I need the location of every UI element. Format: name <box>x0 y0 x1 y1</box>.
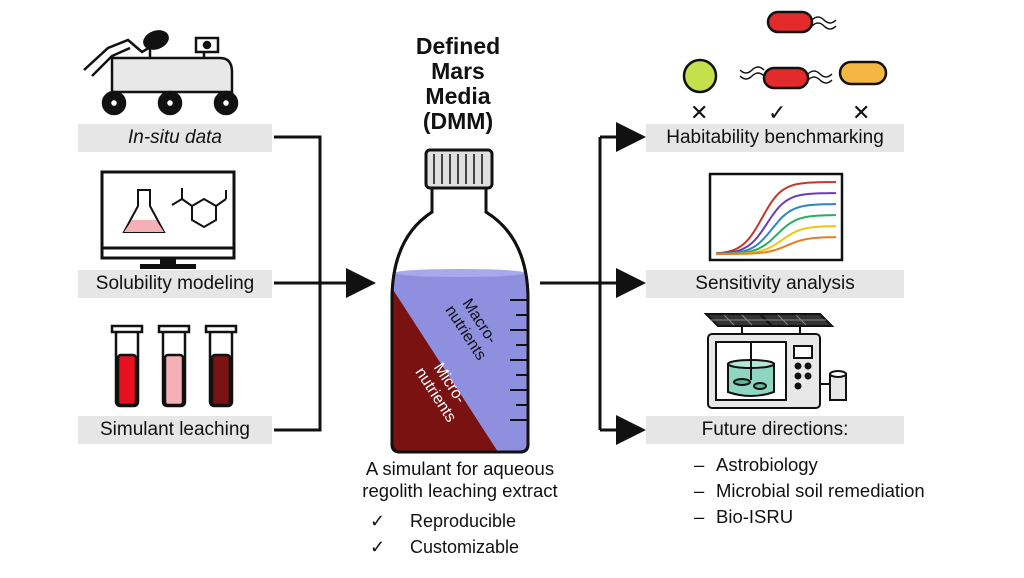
growth-curve <box>716 236 837 255</box>
sensitivity-analysis-label: Sensitivity analysis <box>646 270 904 298</box>
solubility-modeling-text: Solubility modeling <box>95 273 255 294</box>
growth-curve <box>715 192 836 255</box>
sensitivity-text: Sensitivity analysis <box>695 273 855 294</box>
habitability-benchmarking-label: Habitability benchmarking <box>646 124 904 152</box>
property-item: ✓ Customizable <box>370 534 519 560</box>
property-label: Reproducible <box>410 510 517 531</box>
property-label: Customizable <box>410 536 520 557</box>
caption-line-2: regolith leaching extract <box>362 480 558 501</box>
list-item: –Astrobiology <box>694 454 818 475</box>
habitability-text: Habitability benchmarking <box>666 127 884 148</box>
microbes-icon <box>682 10 888 94</box>
list-item: –Microbial soil remediation <box>694 480 925 501</box>
future-text: Future directions: <box>701 419 849 440</box>
future-item-text: Astrobiology <box>716 454 818 475</box>
rod-cell-orange <box>838 60 888 86</box>
check-icon: ✓ <box>370 510 386 531</box>
in-situ-data-label: In-situ data <box>78 124 272 152</box>
check-icon: ✓ <box>768 100 787 125</box>
future-directions-label: Future directions: <box>646 416 904 444</box>
cross-icon: ✕ <box>852 100 871 125</box>
list-item: –Bio-ISRU <box>694 506 794 527</box>
rod-cell-upper <box>766 10 814 34</box>
bottle-icon: Macro- nutrients Micro- nutrients <box>390 148 530 454</box>
rod-cell-lower <box>762 66 810 90</box>
property-item: ✓ Reproducible <box>370 508 519 534</box>
test-tubes-icon <box>110 324 238 408</box>
monitor-icon <box>100 170 236 269</box>
growth-curve <box>715 181 837 255</box>
caption-line-1: A simulant for aqueous <box>365 458 555 479</box>
simulant-leaching-text: Simulant leaching <box>100 419 250 440</box>
in-situ-data-text: In-situ data <box>128 127 222 148</box>
growth-curves-icon <box>708 172 844 262</box>
future-item-text: Microbial soil remediation <box>716 480 925 501</box>
title-line-3: Media <box>425 83 491 109</box>
bioreactor-icon <box>703 313 847 409</box>
cross-icon: ✕ <box>690 100 709 125</box>
future-item-text: Bio-ISRU <box>716 506 794 527</box>
rover-icon <box>83 30 239 116</box>
output-connectors <box>540 122 646 445</box>
title-line-1: Defined <box>415 33 501 59</box>
future-directions-list: –Astrobiology –Microbial soil remediatio… <box>694 452 925 530</box>
properties-list: ✓ Reproducible ✓ Customizable <box>370 508 519 560</box>
simulant-leaching-label: Simulant leaching <box>78 416 272 444</box>
coccus-cell <box>682 58 718 94</box>
title-line-4: (DMM) <box>422 108 494 134</box>
solubility-modeling-label: Solubility modeling <box>78 270 272 298</box>
dmm-title: Defined Mars Media (DMM) <box>388 34 528 134</box>
input-connectors <box>274 135 376 432</box>
check-icon: ✓ <box>370 536 386 557</box>
dmm-caption: A simulant for aqueous regolith leaching… <box>330 458 590 502</box>
title-line-2: Mars <box>431 58 485 84</box>
